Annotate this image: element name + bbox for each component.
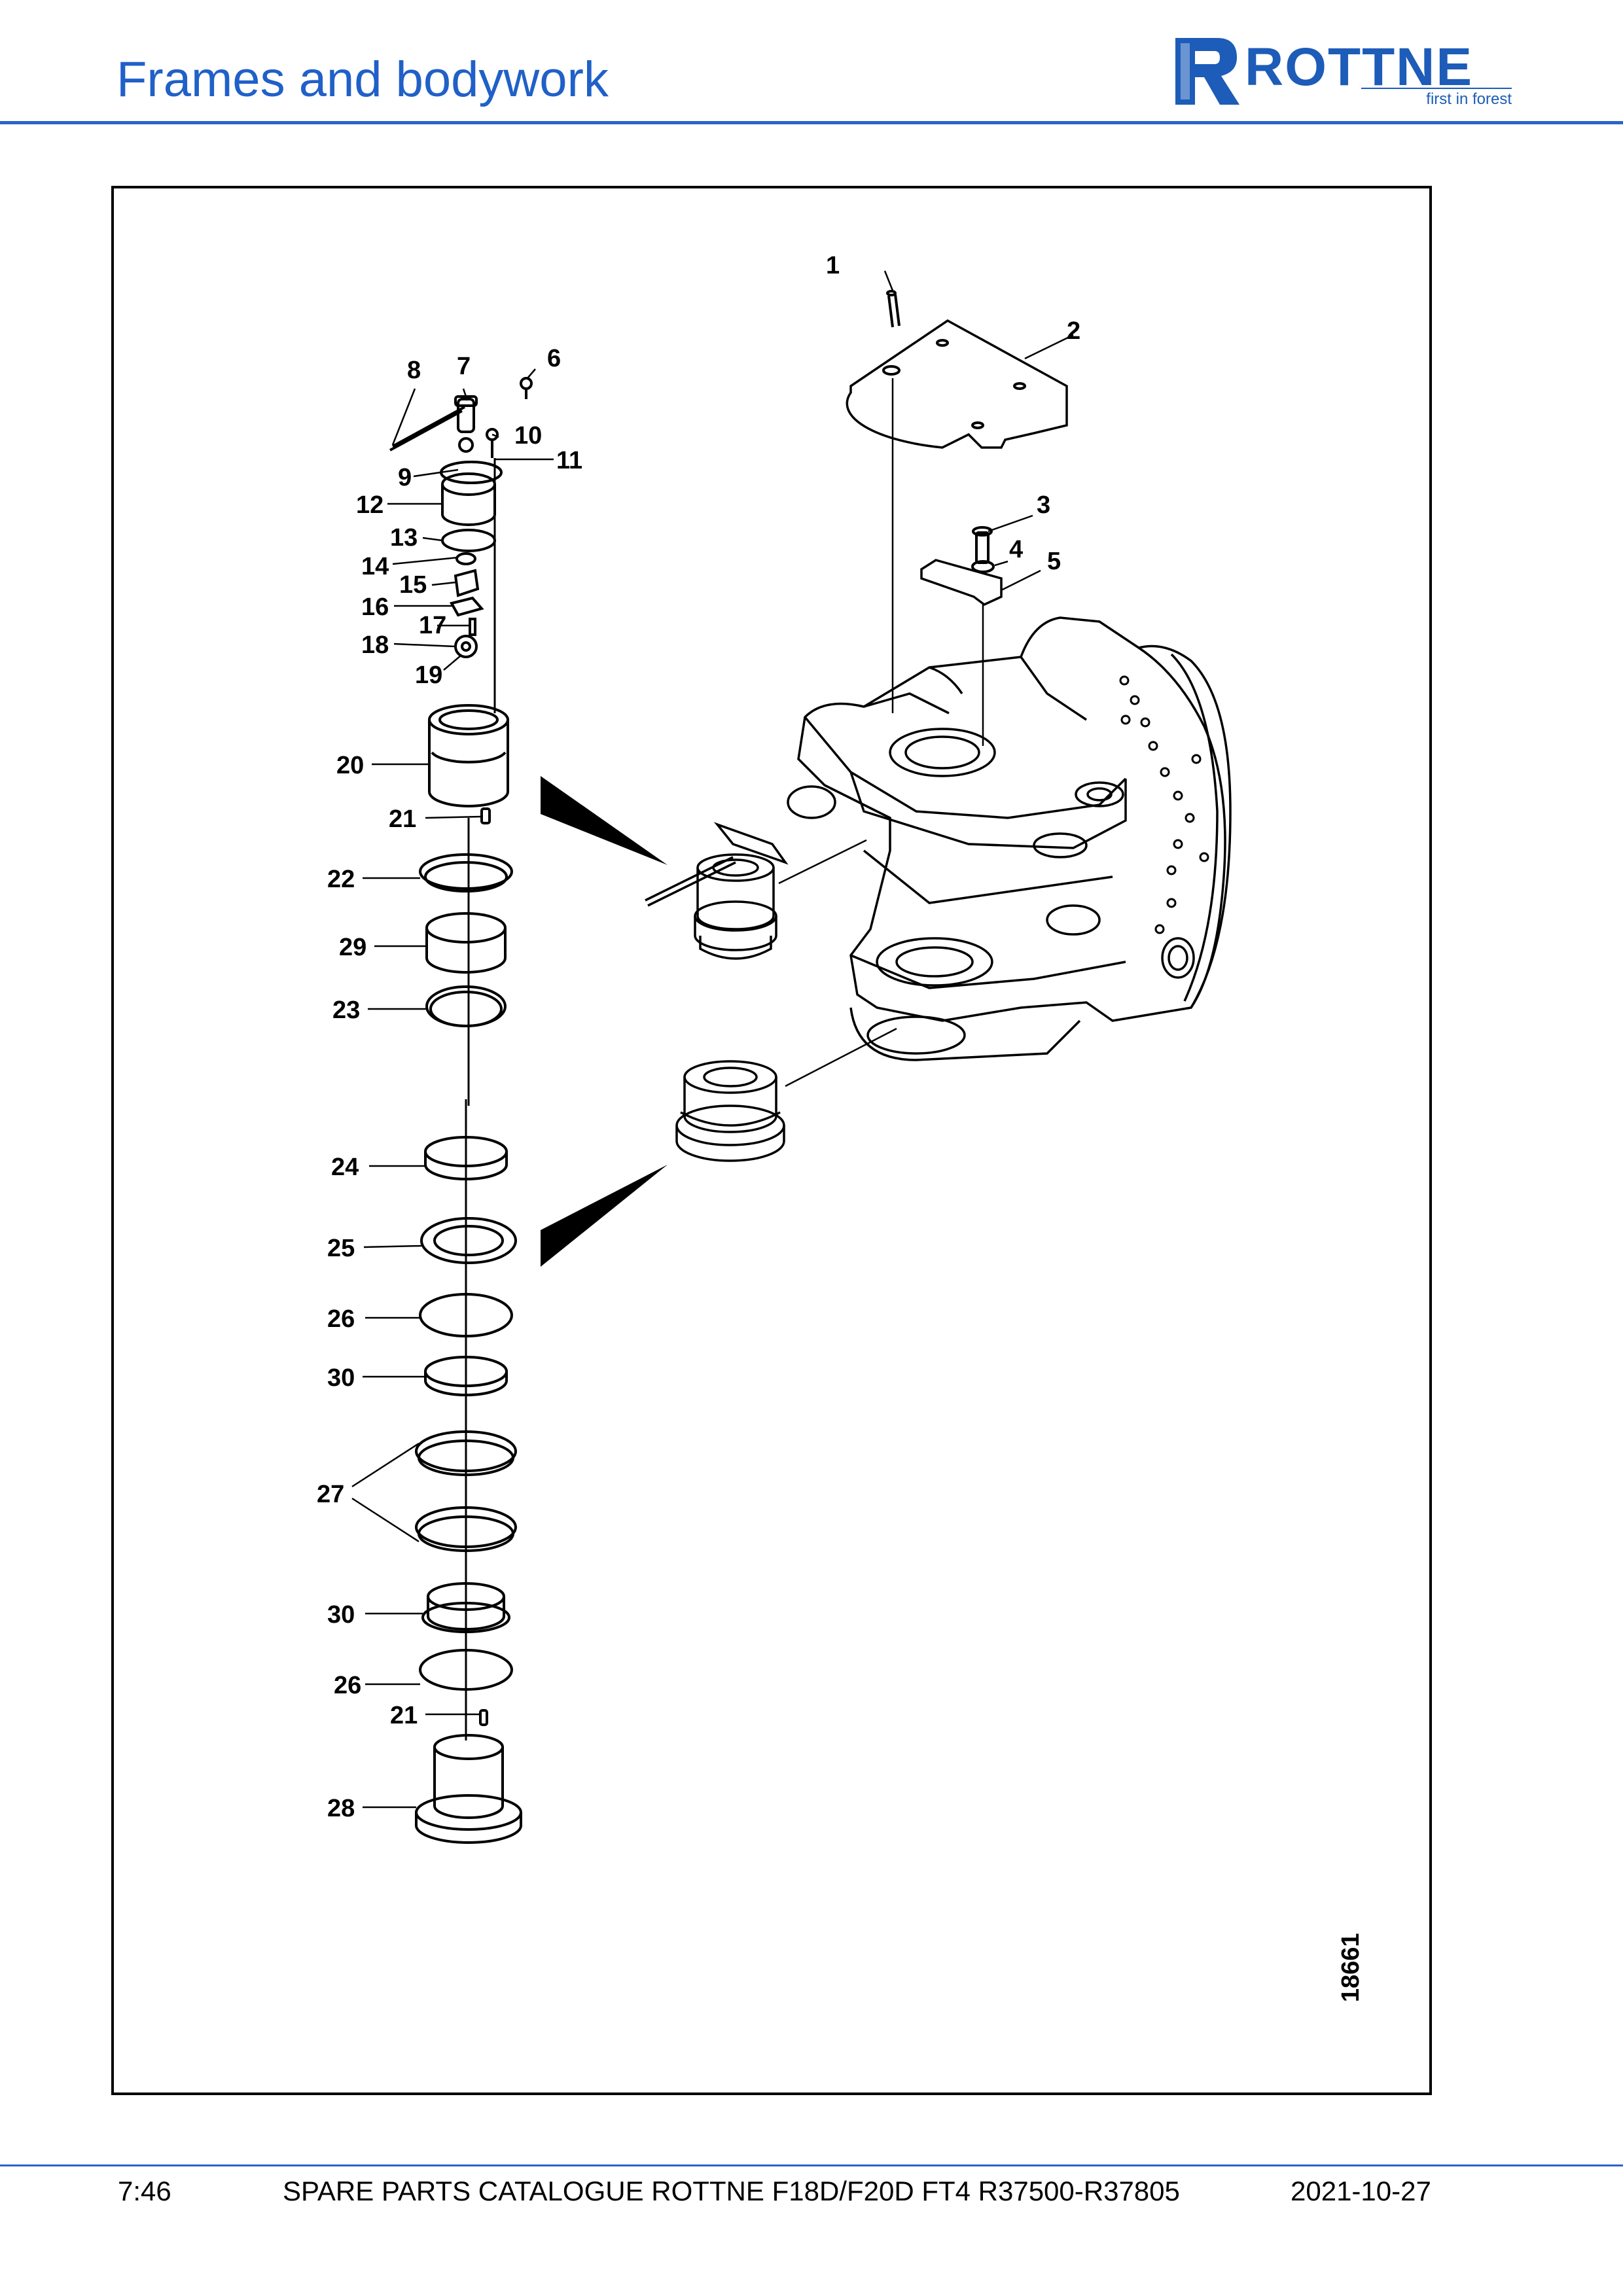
logo-mark-icon [1175,38,1240,105]
logo-tagline: first in forest [1361,88,1512,109]
callout-14: 14 [361,553,389,580]
callout-17: 17 [419,612,446,639]
drawing-number: 18661 [1337,1933,1364,2002]
callout-8: 8 [407,357,421,384]
callout-7: 7 [457,353,471,380]
callout-21: 21 [389,805,416,833]
callout-4: 4 [1009,536,1023,563]
callout-28: 28 [327,1795,355,1822]
callout-26-lower: 26 [334,1672,361,1699]
footer-divider [0,2164,1623,2166]
callout-3: 3 [1037,491,1050,519]
callout-13: 13 [390,524,418,552]
callout-20: 20 [336,752,364,779]
illustration-frame [111,186,1432,2095]
callout-21-lower: 21 [390,1702,418,1729]
callout-2: 2 [1067,317,1080,345]
callout-27: 27 [317,1481,344,1508]
callout-16: 16 [361,593,389,621]
callout-26: 26 [327,1305,355,1333]
page-title: Frames and bodywork [116,52,609,107]
callout-24: 24 [331,1154,359,1181]
callout-30-lower: 30 [327,1601,355,1629]
callout-5: 5 [1047,548,1061,575]
callout-10: 10 [514,422,542,450]
callout-6: 6 [547,345,561,372]
footer-date: 2021-10-27 [1291,2176,1431,2206]
callout-1: 1 [826,252,840,279]
footer-page-number: 7:46 [118,2176,171,2206]
callout-30: 30 [327,1364,355,1392]
callout-19: 19 [415,662,442,689]
header-divider [0,121,1623,124]
footer-catalogue-title: SPARE PARTS CATALOGUE ROTTNE F18D/F20D F… [283,2176,1180,2206]
callout-25: 25 [327,1235,355,1262]
callout-12: 12 [356,491,383,519]
callout-11: 11 [556,447,582,474]
logo-wordmark: ROTTNE [1245,37,1474,97]
callout-9: 9 [398,464,412,491]
callout-15: 15 [399,571,427,599]
rottne-logo: ROTTNE first in forest [1171,34,1518,113]
callout-22: 22 [327,866,355,893]
callout-18: 18 [361,631,389,659]
callout-29: 29 [339,934,366,961]
callout-23: 23 [332,997,360,1024]
